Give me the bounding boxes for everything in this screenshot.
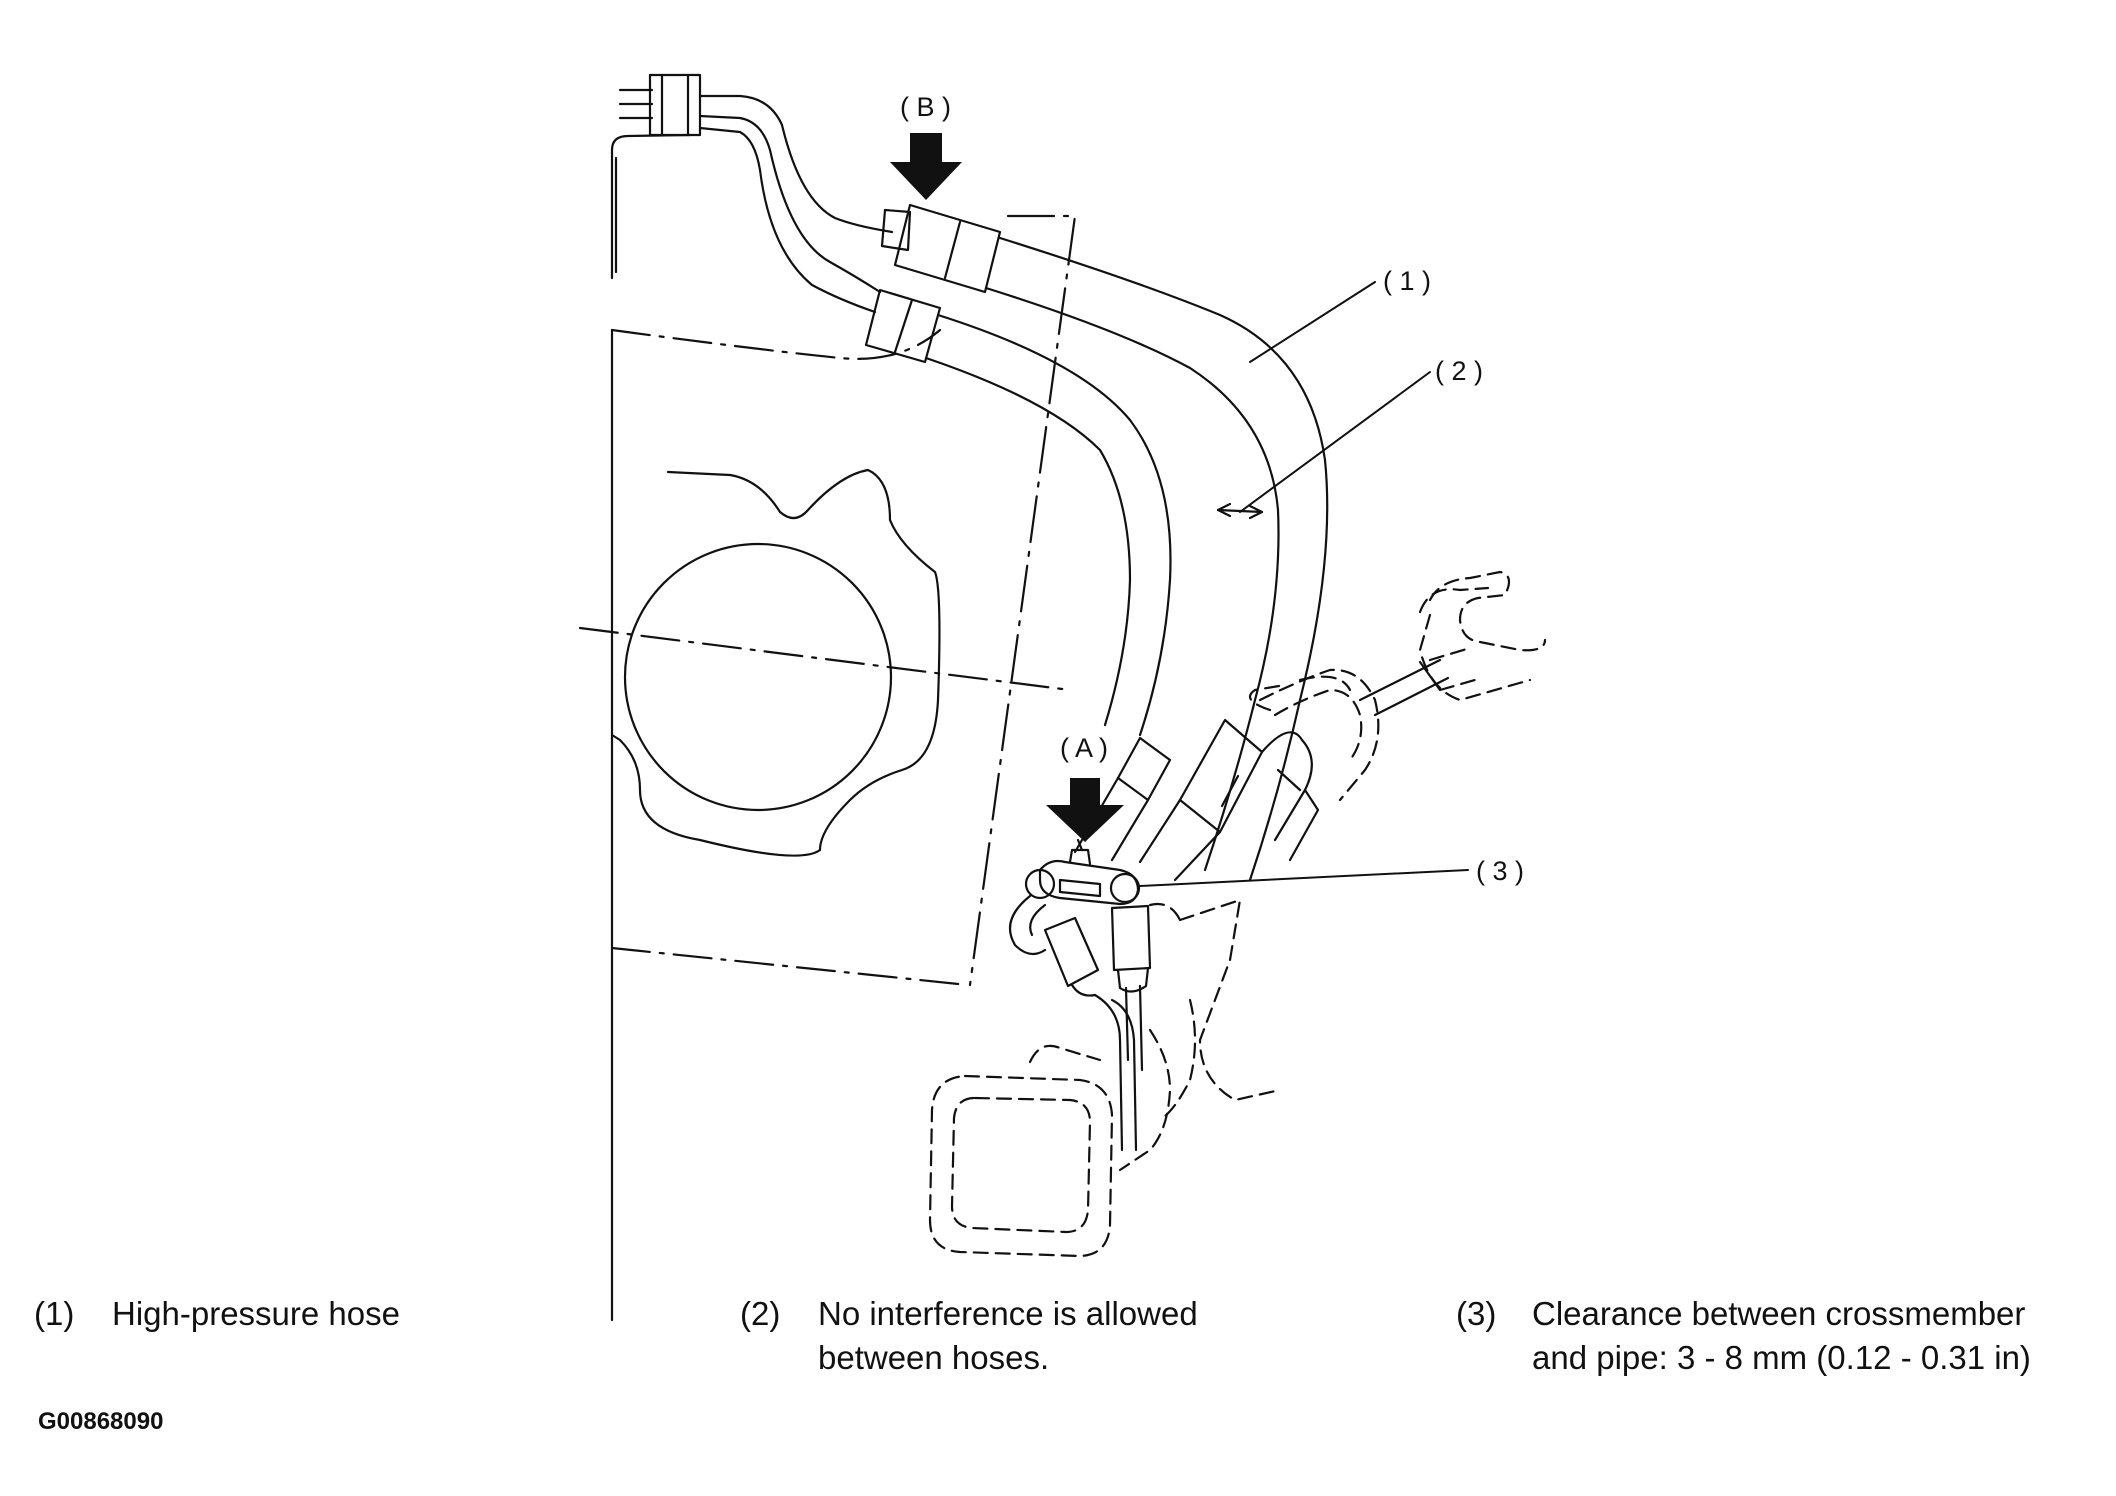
return-hose [864,288,1264,737]
legend-number-3: (3) [1456,1295,1497,1332]
upper-pipe-connector [618,73,894,314]
legend-text-3-line1: Clearance between crossmember [1532,1295,2026,1332]
pipe-clamp [1024,838,1141,906]
crossmember-rod [1358,658,1450,717]
lower-pipes [1008,894,1152,1152]
arrow-b [890,133,962,200]
lower-fittings [1073,718,1320,882]
legend-text-1: High-pressure hose [112,1295,400,1332]
callout-3: ( 3 ) [1476,856,1524,886]
legend-text-2-line2: between hoses. [818,1339,1050,1376]
callout-a: ( A ) [1060,733,1108,763]
leader-lines [1139,281,1469,887]
figure-id: G00868090 [38,1408,164,1435]
legend-text-2-line1: No interference is allowed [818,1295,1198,1332]
legend-text-3-line2: and pipe: 3 - 8 mm (0.12 - 0.31 in) [1532,1339,2031,1376]
legend-number-2: (2) [740,1295,781,1332]
callout-1: ( 1 ) [1383,266,1431,296]
callout-2: ( 2 ) [1435,356,1483,386]
arrow-a [1046,778,1124,842]
callout-b: ( B ) [900,92,951,122]
legend-number-1: (1) [34,1295,75,1332]
engine-outline [578,133,1077,1322]
high-pressure-hose [880,203,1329,882]
crossmember-phantom [928,570,1547,1258]
